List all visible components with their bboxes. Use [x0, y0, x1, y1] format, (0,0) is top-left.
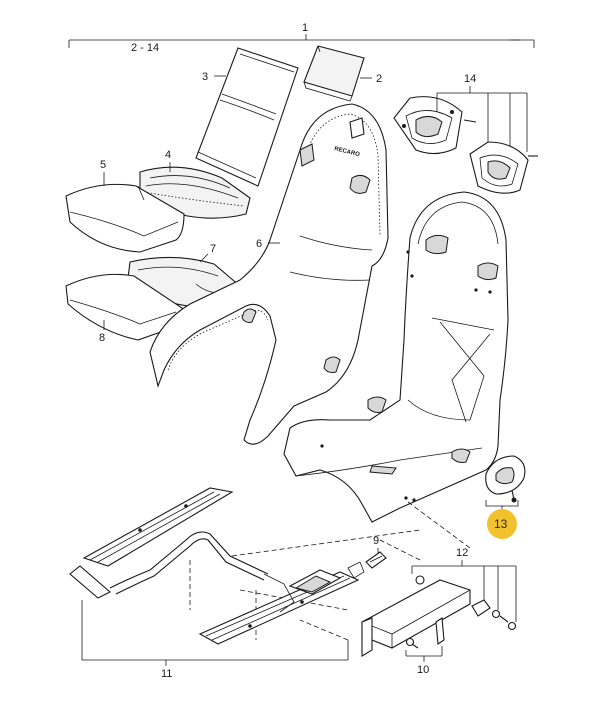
- callout-5[interactable]: 5: [100, 159, 106, 171]
- part-14-side-brackets[interactable]: [393, 96, 538, 194]
- callout-14[interactable]: 14: [464, 73, 476, 85]
- part-2-pad[interactable]: [303, 45, 372, 102]
- callout-13[interactable]: 13: [494, 517, 508, 531]
- callout-11[interactable]: 11: [161, 668, 172, 680]
- part-12-mounting-bracket[interactable]: [361, 575, 517, 657]
- callout-4[interactable]: 4: [165, 149, 171, 161]
- callout-7[interactable]: 7: [210, 243, 216, 255]
- callout-9[interactable]: 9: [373, 535, 379, 547]
- part-10-screws[interactable]: [405, 617, 445, 662]
- callout-10[interactable]: 10: [417, 664, 429, 676]
- part-6-seat-cover[interactable]: [149, 103, 389, 445]
- seat-shell[interactable]: [283, 191, 509, 523]
- selected-part-highlight[interactable]: [487, 509, 517, 539]
- part-9-clip[interactable]: [365, 548, 387, 569]
- callout-2-14[interactable]: 2 - 14: [131, 42, 159, 54]
- part-13-side-ring[interactable]: [485, 455, 526, 514]
- callout-3[interactable]: 3: [202, 71, 208, 83]
- mounting-dashed-lines: [189, 501, 471, 641]
- callout-12[interactable]: 12: [456, 547, 468, 559]
- callout-6[interactable]: 6: [256, 238, 262, 250]
- callout-1[interactable]: 1: [302, 22, 308, 34]
- bracket-14: [436, 86, 528, 152]
- callout-2[interactable]: 2: [376, 73, 382, 85]
- part-3-backrest-cushion[interactable]: [195, 47, 299, 187]
- part-5-pad[interactable]: [65, 172, 185, 253]
- part-11-seat-rails[interactable]: [69, 487, 365, 645]
- part-8-pad[interactable]: [65, 273, 183, 341]
- callout-8[interactable]: 8: [99, 332, 105, 344]
- bracket-12: [411, 560, 517, 622]
- bracket-11: [81, 600, 349, 666]
- assembly-bracket-1: [68, 34, 535, 48]
